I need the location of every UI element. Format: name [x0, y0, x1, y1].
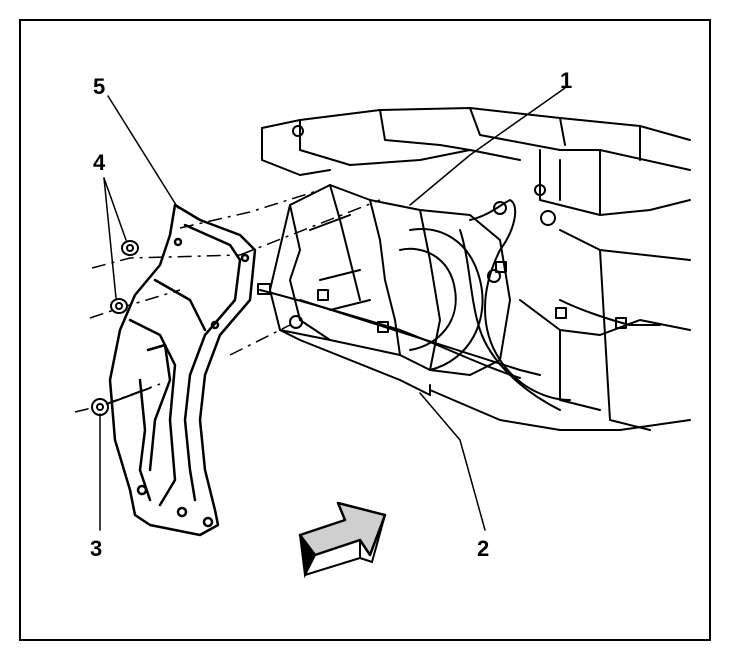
leader-5 — [107, 95, 179, 209]
dash-structure — [261, 107, 691, 431]
leader-lines — [99, 87, 566, 531]
support-bracket — [108, 203, 257, 537]
nut-fasteners — [110, 240, 139, 314]
leader-2 — [419, 392, 486, 531]
callout-3: 3 — [90, 536, 102, 561]
wiring-harness — [257, 199, 661, 411]
leader-1 — [409, 87, 566, 206]
callout-1: 1 — [560, 68, 572, 93]
leader-4a — [103, 177, 127, 241]
callout-5: 5 — [93, 74, 105, 99]
callout-4: 4 — [93, 150, 106, 175]
leader-4b — [103, 177, 117, 299]
callout-2: 2 — [477, 536, 489, 561]
front-arrow-icon — [298, 501, 387, 579]
